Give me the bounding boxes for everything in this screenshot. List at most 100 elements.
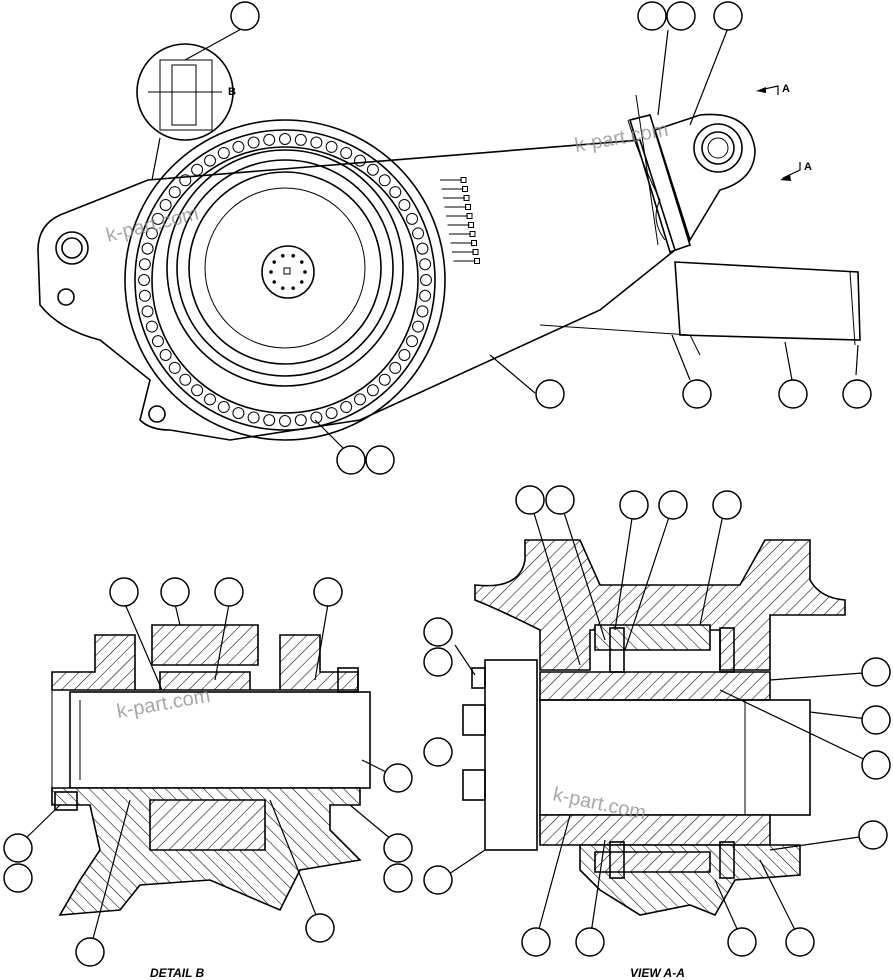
ring-bolt [420,274,432,286]
leader-line [719,689,877,766]
callout-balloon [423,737,453,767]
callout-balloon [214,577,244,607]
ring-bolt [325,407,338,420]
hub-bolt [291,286,296,290]
retainer [609,627,625,673]
hub-bolt [299,260,304,264]
leader-line [769,834,874,851]
ring-bolt [159,198,172,211]
callout-balloon [861,750,891,780]
callout-balloon [515,485,545,515]
ring-bolt [138,258,151,271]
ring-bolt [406,335,419,348]
callout-balloon [545,485,575,515]
bearing-bottom [594,851,711,873]
hub-bolt [272,280,277,284]
callout-balloon [785,927,815,957]
ring-bolt [263,133,276,146]
leader-line [314,419,346,451]
ring-bolt [168,186,181,199]
ring-bolt [159,349,172,362]
pin-boss [55,231,89,265]
ring-bolt [354,154,367,167]
leader-line [184,27,244,61]
side-bolt-head [466,213,473,219]
leader-line [89,799,131,951]
callout-balloon [230,1,260,31]
ring-bolt [263,414,276,427]
sleeve-bottom [539,814,771,846]
drum-inner [188,171,382,365]
ring-bolt [310,411,323,424]
leader-line [784,341,793,381]
ring-bolt [419,258,432,271]
leader-line [535,814,571,941]
hub-bolt [269,270,273,274]
callout-balloon [682,379,712,409]
ring-bolt [366,384,379,397]
lug-bore [693,123,743,173]
leader-line [614,504,635,631]
leader-line [269,799,321,926]
side-bolt-head [468,222,474,228]
hub-bolt [299,280,304,284]
leader-line [699,504,726,626]
callout-balloon [666,1,696,31]
side-bolt-head [471,240,477,246]
leader-line [214,603,230,681]
break-line [627,119,666,241]
bolt-head [471,667,486,689]
pin-boss-inner [61,237,83,259]
ring-gear-inner [151,146,419,414]
leader-line [174,603,181,626]
callout-balloon [727,927,757,957]
leader-line [314,603,329,681]
drum-ring [204,187,366,349]
ring-bolt [191,384,204,397]
callout-balloon [861,657,891,687]
callout-balloon [861,705,891,735]
callout-balloon [160,577,190,607]
collar-bottom [149,799,266,851]
ring-bolt [138,289,151,302]
leader-line [759,859,801,941]
bolt-circle [138,133,432,427]
hub-bolt [280,254,285,258]
callout-balloon [3,833,33,863]
ring-bolt [294,414,307,427]
hub-bolt [303,270,307,274]
boom-weld [539,324,701,356]
callout-balloon [423,617,453,647]
drum-outer [166,149,404,387]
view-aa [439,499,877,941]
ring-bolt [151,335,164,348]
ring-bolt [232,407,245,420]
ring-bolt [141,305,154,318]
ring-bolt [141,242,154,255]
side-bolt-head [469,231,476,237]
ring-bolt [398,349,411,362]
detail-b-circle [136,43,234,141]
ring-bolt [179,373,192,386]
ring-bolt [145,227,158,240]
callout-balloon [383,763,413,793]
leader-line [489,354,536,394]
ring-gear-outer [124,119,446,441]
ring-bolt [203,393,216,406]
callout-balloon [423,647,453,677]
arm-plate [37,139,676,441]
ring-bolt [191,163,204,176]
ring-bolt [340,146,353,159]
callout-balloon [619,490,649,520]
lug-bore-pin [707,137,729,159]
callout-balloon [521,927,551,957]
side-bolt-head [463,195,470,201]
side-bolts [440,177,480,264]
hub-bolts [269,254,307,290]
ring-bolt [279,415,291,427]
hub-bolt [291,254,296,258]
ring-bolt [366,163,379,176]
leader-line [657,29,669,116]
ring-bolt [378,174,391,187]
ring-bolt [416,242,429,255]
